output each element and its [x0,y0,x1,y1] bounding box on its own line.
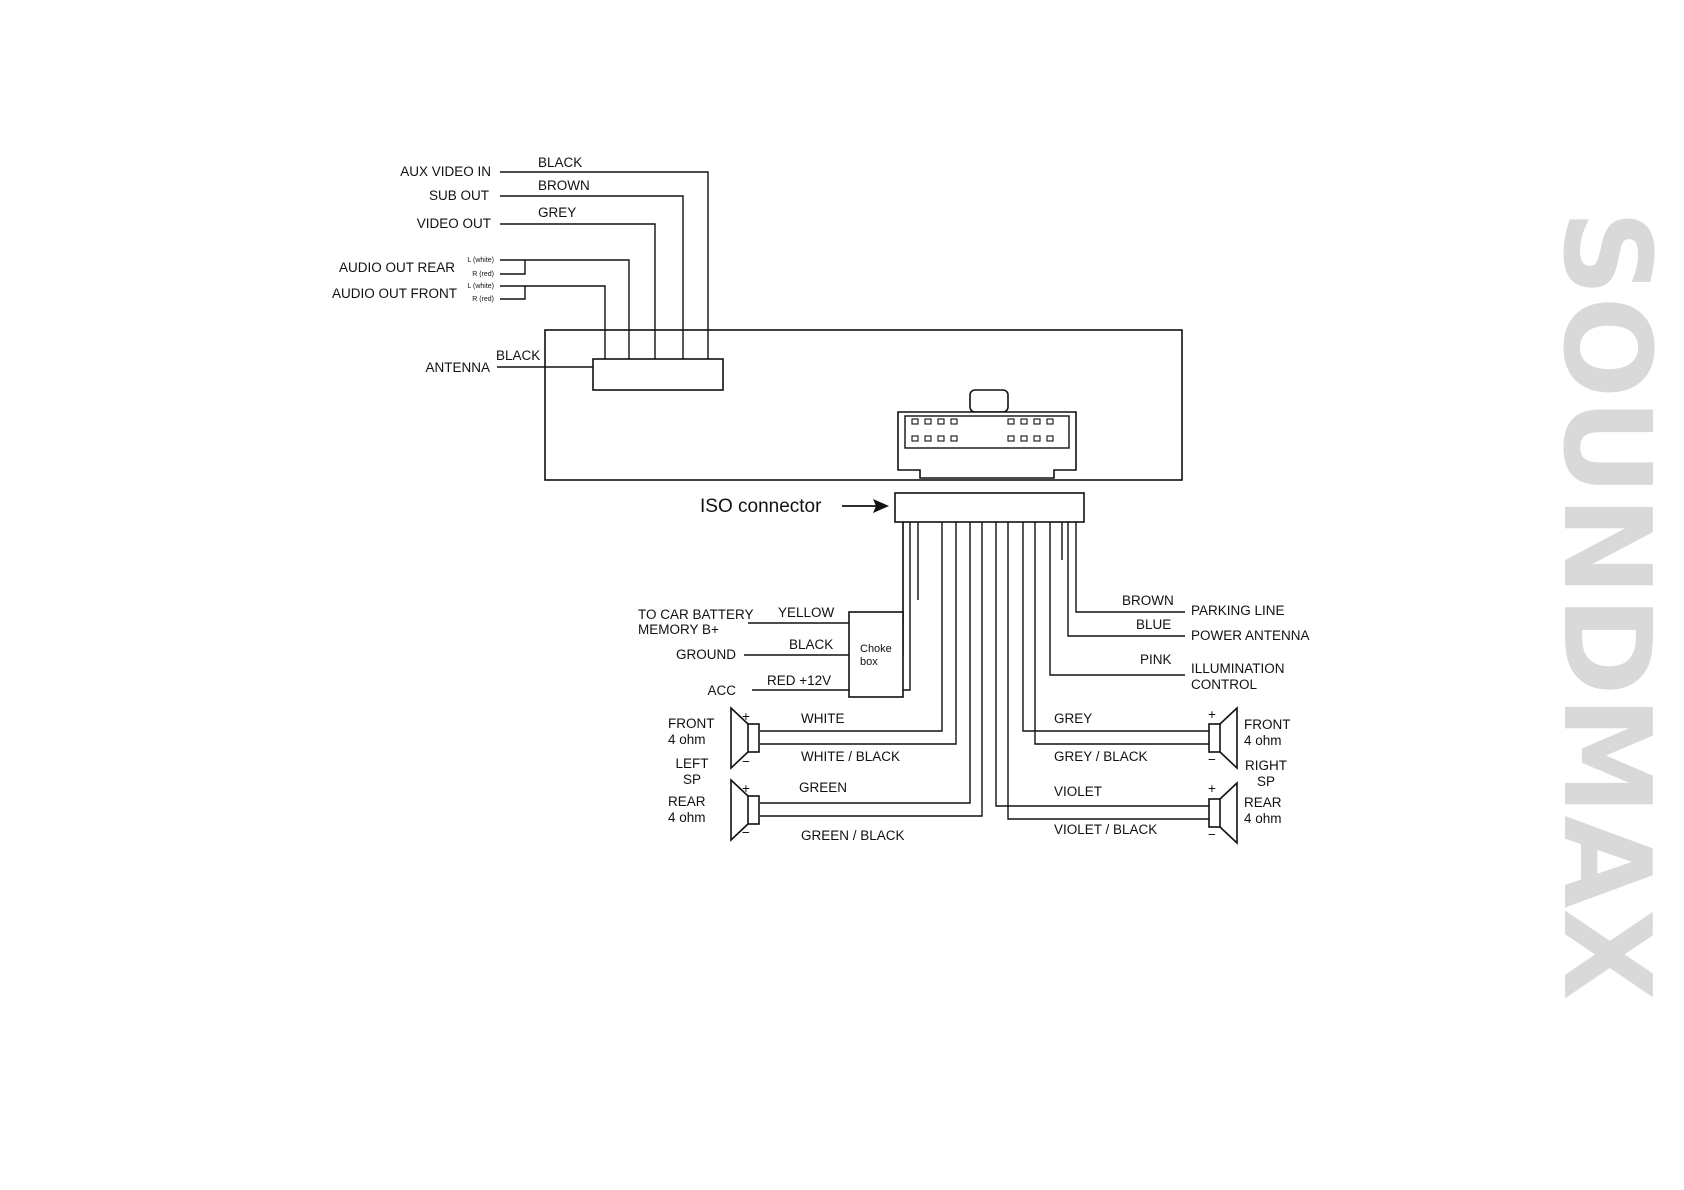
socket-pin [1007,435,1015,442]
socket-pin [937,418,945,425]
socket-pin [937,435,945,442]
socket-pin [1033,418,1041,425]
socket-pin [1020,435,1028,442]
rear-left-channel-label: L (white) [467,257,494,264]
ground-label: GROUND [676,647,736,662]
right-power-labels: BROWN PARKING LINE BLUE POWER ANTENNA PI… [1122,593,1310,692]
video-out-wire-label: GREY [538,205,576,220]
left-front-label: FRONT [668,716,715,731]
choke-box-label-2: box [860,656,878,668]
rca-block [592,358,724,391]
rear-right-channel-label: R (red) [472,271,494,278]
socket-pin [950,418,958,425]
speaker-left-front [730,706,760,770]
right-sp-label-1: RIGHT [1245,758,1287,773]
minus-mark: − [1208,827,1216,842]
minus-mark: − [742,754,750,769]
minus-mark: − [742,825,750,840]
iso-connector [894,492,1085,523]
left-speaker-labels: FRONT 4 ohm LEFT SP REAR 4 ohm WHITE WHI… [668,711,905,843]
rca-labels: AUX VIDEO IN BLACK SUB OUT BROWN VIDEO O… [332,155,590,375]
socket-pin [1046,418,1054,425]
antenna-wire-label: BLACK [496,348,540,363]
plus-mark: + [742,781,750,796]
front-right-channel-label: R (red) [472,296,494,303]
sub-out-wire-label: BROWN [538,178,590,193]
black-wire-label: BLACK [789,637,833,652]
left-sp-label-1: LEFT [675,756,708,771]
brand-text: SOUNDMAX [1536,209,1675,1001]
power-antenna-label: POWER ANTENNA [1191,628,1310,643]
socket-pin [1020,418,1028,425]
grey-wire-label: GREY [1054,711,1092,726]
green-black-wire-label: GREEN / BLACK [801,828,905,843]
white-wire-label: WHITE [801,711,845,726]
yellow-wire-label: YELLOW [778,605,835,620]
violet-black-wire-label: VIOLET / BLACK [1054,822,1157,837]
right-rear-ohm-label: 4 ohm [1244,811,1282,826]
audio-out-front-label: AUDIO OUT FRONT [332,286,457,301]
iso-arrow [842,499,889,513]
green-wire-label: GREEN [799,780,847,795]
socket-pin [924,435,932,442]
plus-mark: + [1208,781,1216,796]
brand-watermark: SOUNDMAX [1536,90,1675,1120]
left-sp-label-2: SP [683,772,701,787]
aux-video-in-label: AUX VIDEO IN [400,164,491,179]
right-sp-label-2: SP [1257,774,1275,789]
choke-box-label-1: Choke [860,643,892,655]
antenna-label: ANTENNA [425,360,490,375]
right-front-ohm-label: 4 ohm [1244,733,1282,748]
acc-label: ACC [707,683,736,698]
polarity-marks: + − + − + − + − [742,707,1216,842]
socket-pin [1033,435,1041,442]
socket-pin [911,435,919,442]
speaker-right-front [1208,706,1238,770]
socket-pin [1046,435,1054,442]
illumination-label-1: ILLUMINATION [1191,661,1285,676]
right-speaker-labels: FRONT 4 ohm RIGHT SP REAR 4 ohm GREY GRE… [1054,711,1291,837]
minus-mark: − [1208,752,1216,767]
aux-video-wire-label: BLACK [538,155,582,170]
right-rear-label: REAR [1244,795,1282,810]
sub-out-label: SUB OUT [429,188,489,203]
video-out-label: VIDEO OUT [417,216,491,231]
socket-pin [911,418,919,425]
blue-wire-label: BLUE [1136,617,1171,632]
left-front-ohm-label: 4 ohm [668,732,706,747]
pink-wire-label: PINK [1140,652,1172,667]
left-rear-label: REAR [668,794,706,809]
iso-socket [897,389,1077,479]
head-unit-body [544,329,1183,481]
socket-pin [1007,418,1015,425]
left-power-labels: TO CAR BATTERY MEMORY B+ YELLOW GROUND B… [638,605,835,698]
plus-mark: + [742,709,750,724]
brown-wire-label: BROWN [1122,593,1174,608]
violet-wire-label: VIOLET [1054,784,1102,799]
right-front-label: FRONT [1244,717,1291,732]
illumination-label-2: CONTROL [1191,677,1257,692]
plus-mark: + [1208,707,1216,722]
socket-pin [924,418,932,425]
right-power-wires [1049,522,1185,676]
socket-pin [950,435,958,442]
choke-box [848,611,904,698]
battery-label-2: MEMORY B+ [638,622,719,637]
battery-label-1: TO CAR BATTERY [638,607,754,622]
audio-out-rear-label: AUDIO OUT REAR [339,260,455,275]
speaker-left-rear [730,778,760,842]
speaker-wires [760,522,1209,820]
rca-wires [497,171,709,368]
red-wire-label: RED +12V [767,673,831,688]
left-rear-ohm-label: 4 ohm [668,810,706,825]
parking-line-label: PARKING LINE [1191,603,1285,618]
white-black-wire-label: WHITE / BLACK [801,749,900,764]
front-left-channel-label: L (white) [467,283,494,290]
iso-connector-label: ISO connector [700,496,822,517]
grey-black-wire-label: GREY / BLACK [1054,749,1148,764]
speaker-right-rear [1208,781,1238,845]
